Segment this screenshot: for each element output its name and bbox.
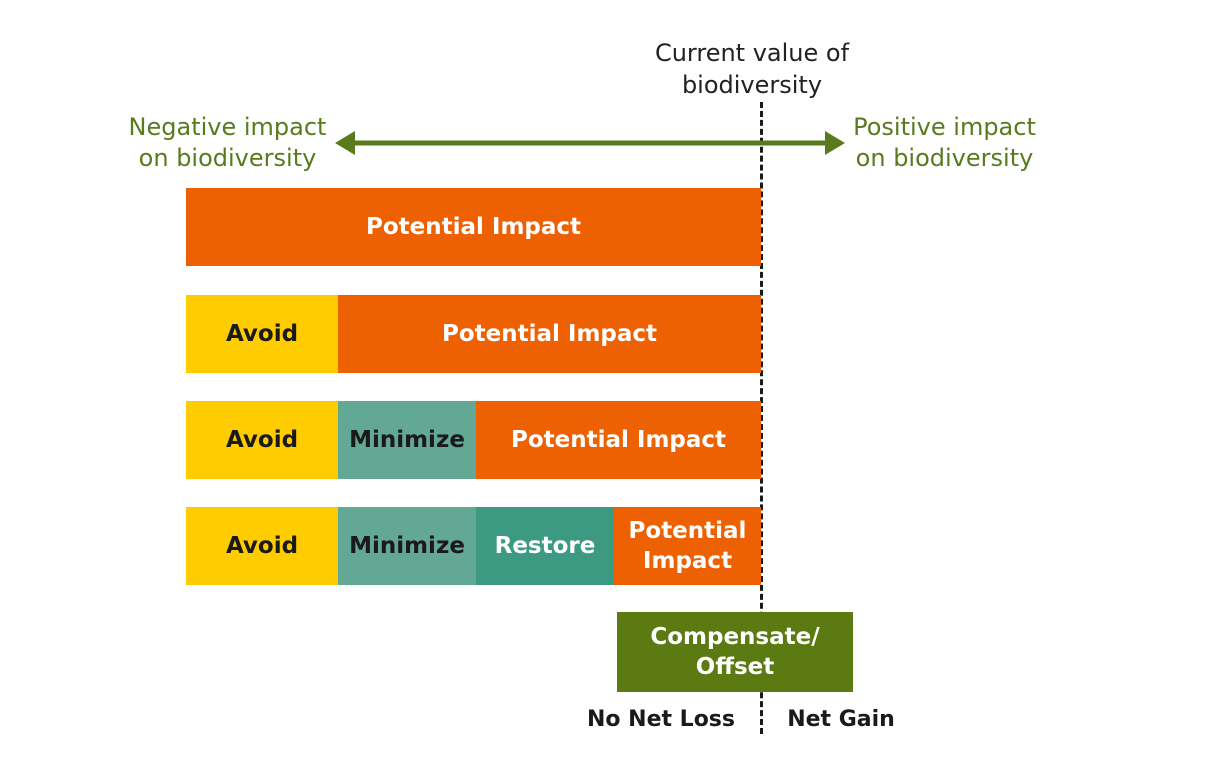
hierarchy-row-1: Potential Impact <box>186 188 761 266</box>
avoid-block: Avoid <box>186 295 338 373</box>
current-value-line1: Current value of <box>654 39 850 67</box>
restore-block: Restore <box>476 507 614 585</box>
potential-impact-block: Potential Impact <box>338 295 761 373</box>
positive-impact-label: Positive impact on biodiversity <box>832 108 1057 178</box>
minimize-label: Minimize <box>349 533 465 559</box>
compensate-offset-block: Compensate/ Offset <box>617 612 853 692</box>
avoid-label: Avoid <box>225 427 299 453</box>
current-value-line2: biodiversity <box>681 71 823 99</box>
negative-impact-line1: Negative impact <box>128 113 327 141</box>
avoid-label: Avoid <box>225 321 299 347</box>
current-value-label: Current value of biodiversity <box>612 34 892 104</box>
avoid-block: Avoid <box>186 507 338 585</box>
potential-impact-label: Potential Impact <box>510 427 727 453</box>
potential-impact-line1: Potential <box>628 518 747 544</box>
positive-impact-line2: on biodiversity <box>855 144 1034 172</box>
no-net-loss-label: No Net Loss <box>586 706 736 732</box>
offset-line1: Compensate/ <box>650 624 820 650</box>
double-headed-arrow-icon <box>335 131 845 155</box>
potential-impact-block: Potential Impact <box>614 507 761 585</box>
negative-impact-label: Negative impact on biodiversity <box>100 108 355 178</box>
negative-impact-line2: on biodiversity <box>138 144 317 172</box>
offset-line2: Offset <box>695 654 775 680</box>
avoid-label: Avoid <box>225 533 299 559</box>
potential-impact-label: Potential Impact <box>365 214 582 240</box>
potential-impact-block: Potential Impact <box>186 188 761 266</box>
potential-impact-line2: Impact <box>642 548 733 574</box>
minimize-block: Minimize <box>338 507 476 585</box>
potential-impact-block: Potential Impact <box>476 401 761 479</box>
minimize-block: Minimize <box>338 401 476 479</box>
positive-impact-line1: Positive impact <box>853 113 1036 141</box>
net-gain-label: Net Gain <box>787 706 895 732</box>
hierarchy-row-3: Avoid Minimize Potential Impact <box>186 401 761 479</box>
restore-label: Restore <box>494 533 596 559</box>
avoid-block: Avoid <box>186 401 338 479</box>
minimize-label: Minimize <box>349 427 465 453</box>
hierarchy-row-2: Avoid Potential Impact <box>186 295 761 373</box>
current-value-dashed-line <box>760 102 763 734</box>
hierarchy-row-4: Avoid Minimize Restore Potential Impact <box>186 507 761 585</box>
potential-impact-label: Potential Impact <box>441 321 658 347</box>
